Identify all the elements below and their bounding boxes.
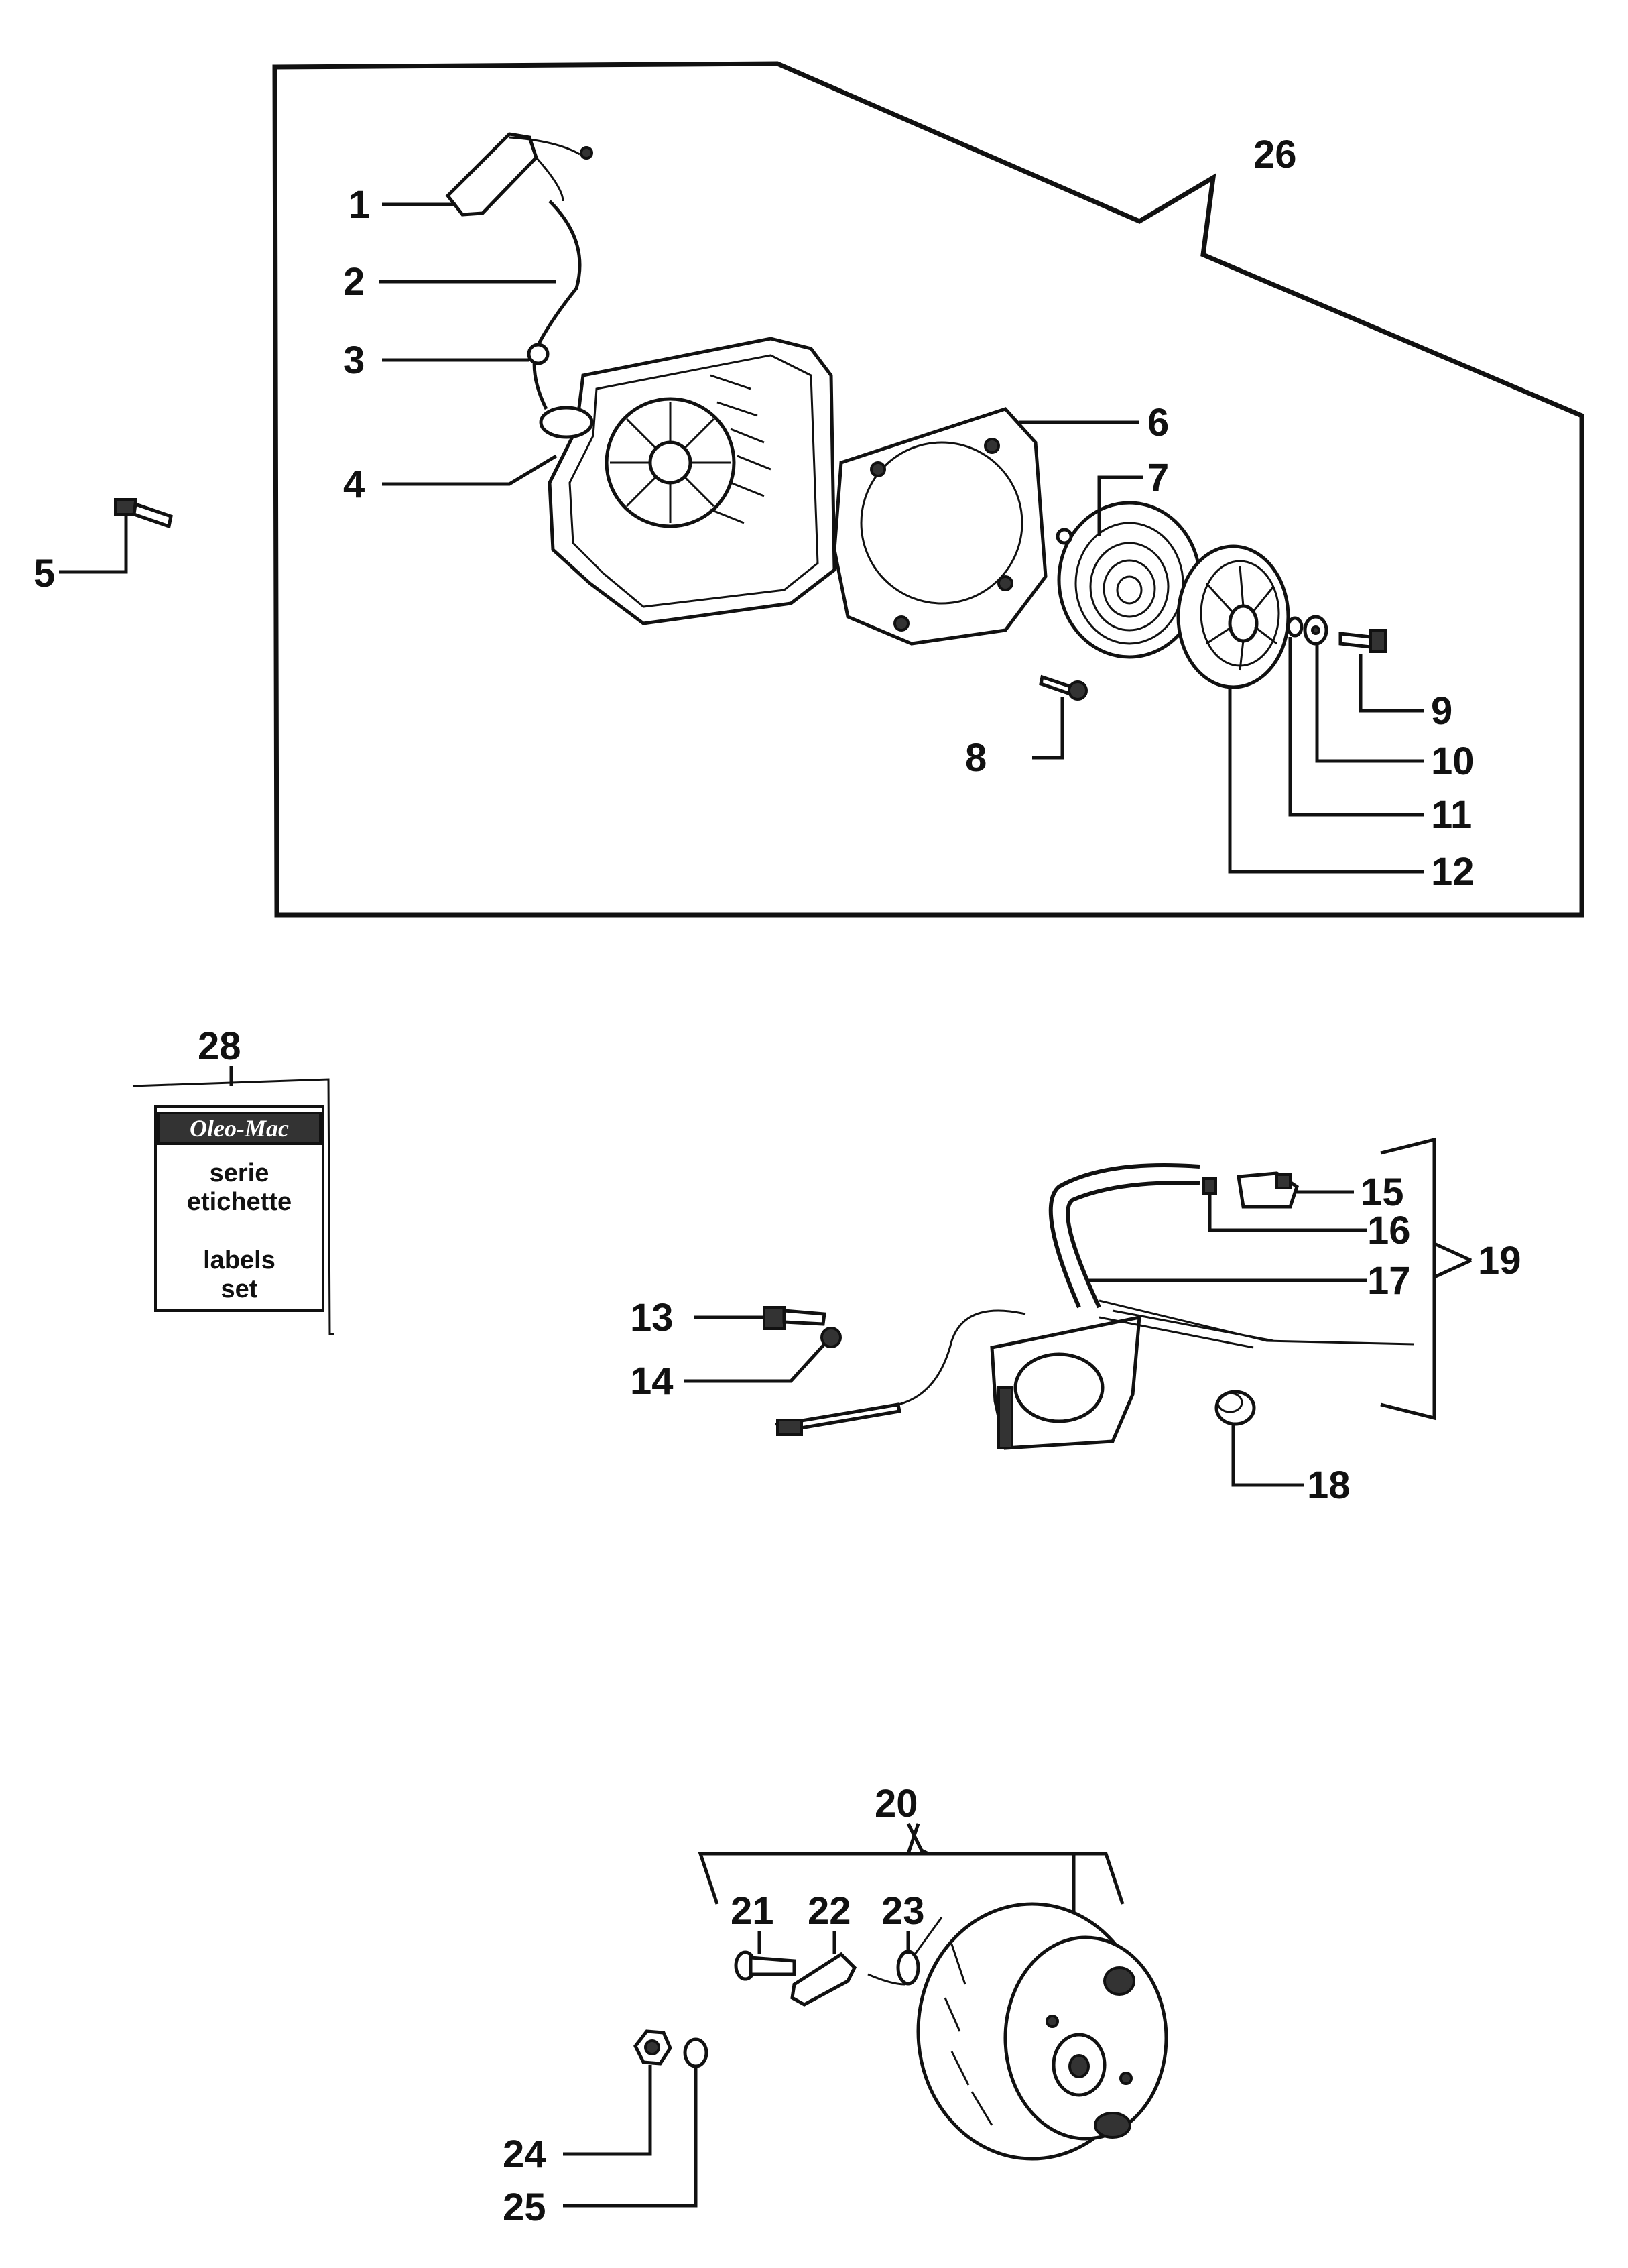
label-card-line-2: etichette (187, 1188, 292, 1216)
callout-26: 26 (1253, 133, 1297, 176)
callout-21: 21 (731, 1889, 774, 1933)
recoil-spring (1056, 501, 1202, 659)
callout-28: 28 (198, 1024, 241, 1068)
pawl-bolt (734, 1950, 796, 1981)
callout-5: 5 (34, 552, 55, 595)
starter-pawl (790, 1952, 857, 2007)
spacer-18 (1214, 1390, 1256, 1426)
callout-24: 24 (503, 2133, 546, 2176)
callout-13: 13 (630, 1296, 674, 1339)
flywheel-nut (633, 2029, 672, 2066)
callout-1: 1 (349, 183, 370, 227)
callout-8: 8 (965, 736, 987, 780)
screw-13 (763, 1306, 826, 1330)
callout-18: 18 (1307, 1464, 1351, 1507)
washer-11 (1286, 616, 1304, 638)
callout-10: 10 (1431, 739, 1475, 783)
starter-handle (445, 132, 593, 217)
label-card-line-3: labels (203, 1246, 275, 1274)
spark-plug-cap (1237, 1171, 1299, 1209)
rope-pulley (1176, 544, 1290, 689)
callout-11: 11 (1431, 793, 1472, 837)
starter-rope (532, 200, 582, 410)
flywheel-washer (683, 2037, 708, 2068)
connector-16 (1202, 1177, 1217, 1195)
ignition-coil (775, 1163, 1200, 1450)
gasket-plate (832, 407, 1048, 646)
callout-22: 22 (808, 1889, 851, 1933)
callout-16: 16 (1367, 1209, 1411, 1252)
rope-guide (527, 343, 550, 365)
callout-9: 9 (1431, 689, 1452, 733)
callout-14: 14 (630, 1360, 674, 1403)
label-card-line-1: serie (210, 1159, 269, 1187)
callout-7: 7 (1147, 456, 1169, 499)
callout-12: 12 (1431, 850, 1475, 894)
flywheel (916, 1902, 1168, 2161)
callout-19: 19 (1478, 1239, 1521, 1282)
starter-group-frame (272, 61, 1584, 918)
screw-5 (114, 498, 173, 529)
callout-4: 4 (343, 463, 365, 506)
callout-25: 25 (503, 2186, 546, 2229)
screw-8 (1039, 674, 1088, 701)
callout-15: 15 (1361, 1171, 1404, 1214)
callout-6: 6 (1147, 401, 1169, 444)
callout-20: 20 (875, 1782, 918, 1826)
label-card (132, 1066, 334, 1335)
callout-17: 17 (1367, 1259, 1411, 1303)
callout-3: 3 (343, 339, 365, 382)
pawl-spring (867, 1917, 943, 1986)
label-card-brand: Oleo-Mac (190, 1115, 289, 1142)
callout-23: 23 (881, 1889, 925, 1933)
washer-14 (820, 1327, 842, 1348)
bolt-9 (1338, 629, 1387, 653)
callout-2: 2 (343, 260, 365, 304)
label-card-line-4: set (221, 1275, 258, 1303)
starter-housing (539, 337, 836, 625)
